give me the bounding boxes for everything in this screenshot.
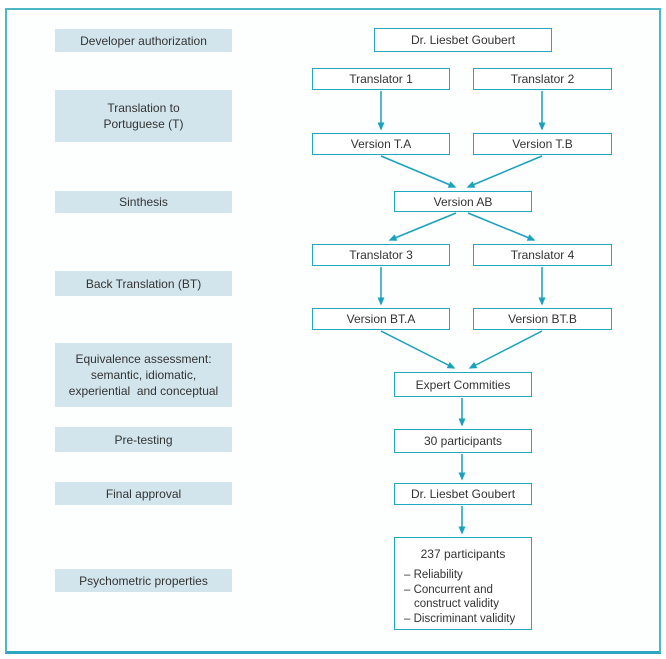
node-translator-4: Translator 4 bbox=[473, 244, 612, 266]
stage-back-translation: Back Translation (BT) bbox=[55, 271, 232, 296]
stage-equivalence-assessment: Equivalence assessment: semantic, idioma… bbox=[55, 343, 232, 407]
node-version-bta: Version BT.A bbox=[312, 308, 450, 330]
psychometric-properties-list: – Reliability – Concurrent and construct… bbox=[395, 568, 531, 626]
list-item-reliability: – Reliability bbox=[404, 569, 463, 581]
node-final-goubert: Dr. Liesbet Goubert bbox=[394, 483, 532, 505]
stage-final-approval: Final approval bbox=[55, 482, 232, 505]
node-expert-commities: Expert Commities bbox=[394, 372, 532, 397]
node-30-participants: 30 participants bbox=[394, 429, 532, 453]
stage-developer-authorization: Developer authorization bbox=[55, 29, 232, 52]
stage-psychometric-properties: Psychometric properties bbox=[55, 569, 232, 592]
node-version-ta: Version T.A bbox=[312, 133, 450, 155]
node-version-btb: Version BT.B bbox=[473, 308, 612, 330]
node-translator-1: Translator 1 bbox=[312, 68, 450, 90]
list-item-concurrent-construct-validity: – Concurrent and construct validity bbox=[404, 583, 500, 611]
stage-pre-testing: Pre-testing bbox=[55, 427, 232, 452]
node-developer-goubert: Dr. Liesbet Goubert bbox=[374, 28, 552, 52]
list-item-discriminant-validity: – Discriminant validity bbox=[404, 612, 516, 625]
node-version-ab: Version AB bbox=[394, 191, 532, 212]
final-node-title: 237 participants bbox=[420, 547, 506, 561]
node-237-participants: 237 participants – Reliability – Concurr… bbox=[394, 537, 532, 630]
node-translator-2: Translator 2 bbox=[473, 68, 612, 90]
stage-translation-to-portuguese: Translation to Portuguese (T) bbox=[55, 90, 232, 142]
stage-sinthesis: Sinthesis bbox=[55, 191, 232, 213]
node-version-tb: Version T.B bbox=[473, 133, 612, 155]
node-translator-3: Translator 3 bbox=[312, 244, 450, 266]
